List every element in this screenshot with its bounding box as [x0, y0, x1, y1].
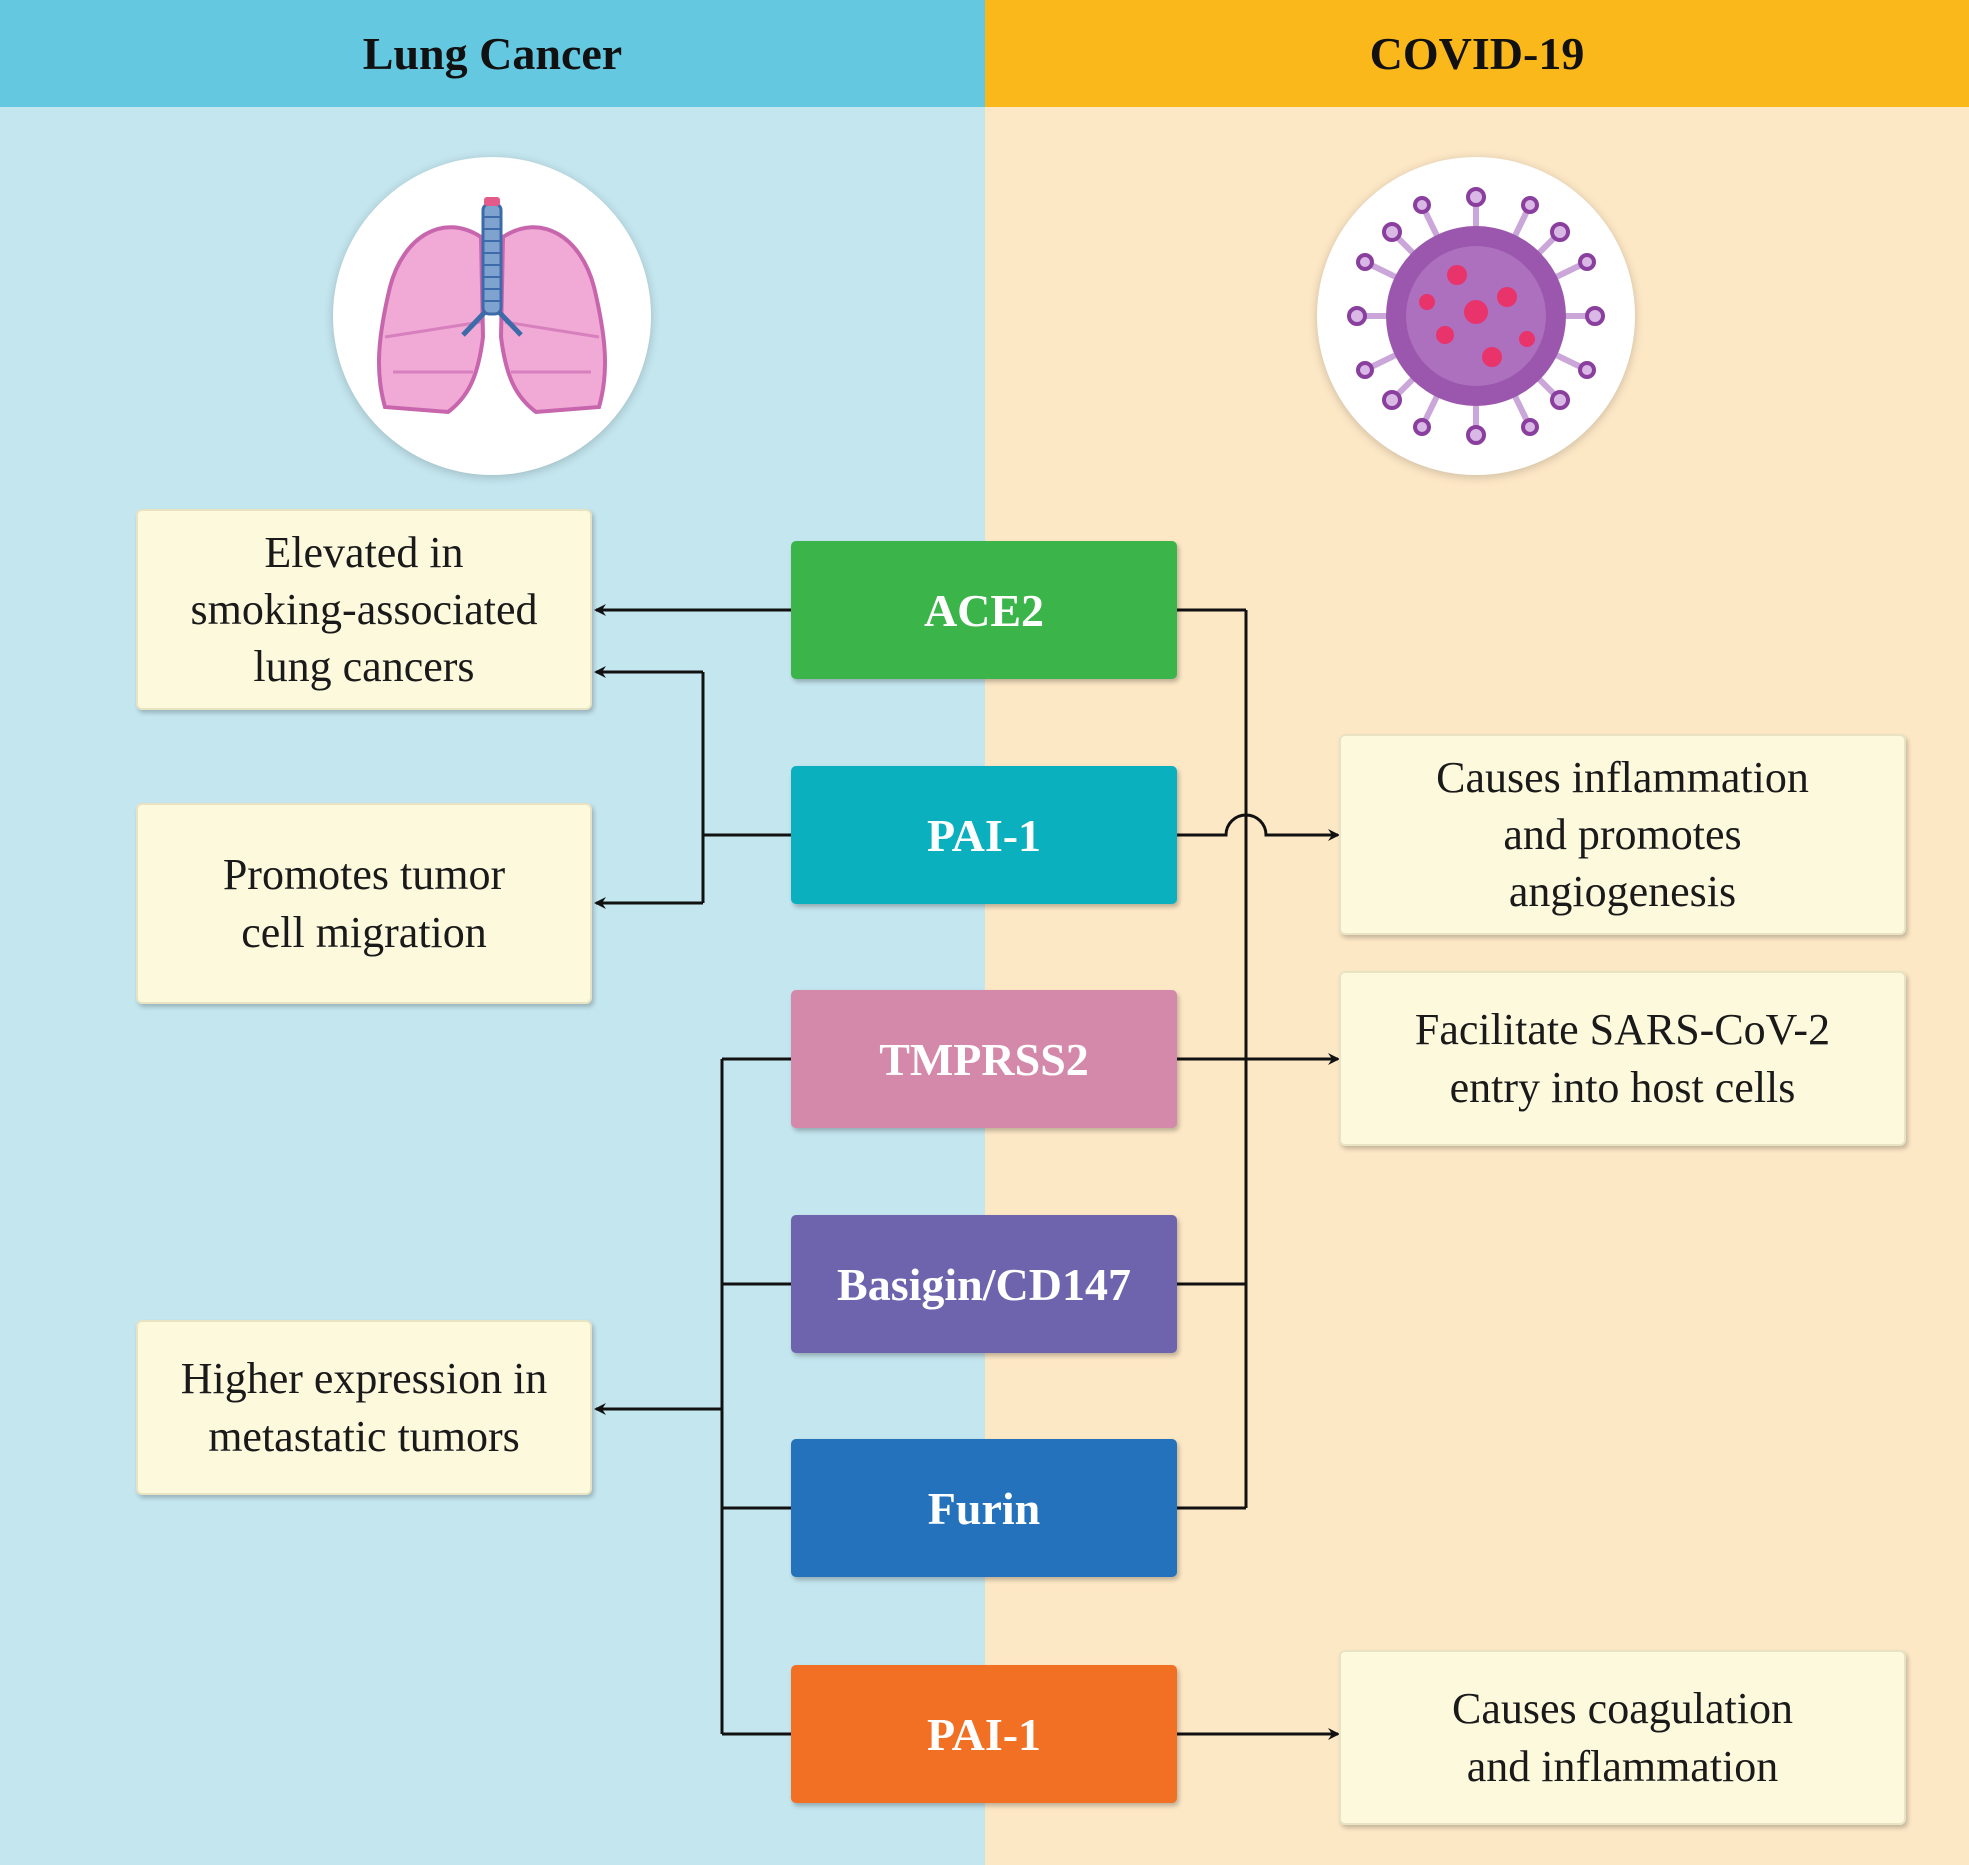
lungs-icon-circle	[333, 157, 651, 475]
gene-furin: Furin	[791, 1439, 1177, 1577]
note-sars-entry: Facilitate SARS-CoV-2 entry into host ce…	[1339, 971, 1906, 1146]
covid-header: COVID-19	[985, 0, 1969, 107]
virus-icon-circle	[1317, 157, 1635, 475]
gene-tmprss2: TMPRSS2	[791, 990, 1177, 1128]
lungs-icon	[376, 197, 608, 415]
note-coagulation: Causes coagulation and inflammation	[1339, 1650, 1906, 1825]
virus-icon	[1347, 187, 1605, 445]
note-metastatic: Higher expression in metastatic tumors	[136, 1320, 592, 1495]
lung-cancer-header: Lung Cancer	[0, 0, 985, 107]
note-tumor-migration: Promotes tumor cell migration	[136, 803, 592, 1004]
gene-basigin-cd147: Basigin/CD147	[791, 1215, 1177, 1353]
note-inflammation-angiogenesis: Causes inflammation and promotes angioge…	[1339, 734, 1906, 935]
gene-ace2: ACE2	[791, 541, 1177, 679]
note-elevated-smoking: Elevated in smoking-associated lung canc…	[136, 509, 592, 710]
gene-pai1-orange: PAI-1	[791, 1665, 1177, 1803]
gene-pai1: PAI-1	[791, 766, 1177, 904]
